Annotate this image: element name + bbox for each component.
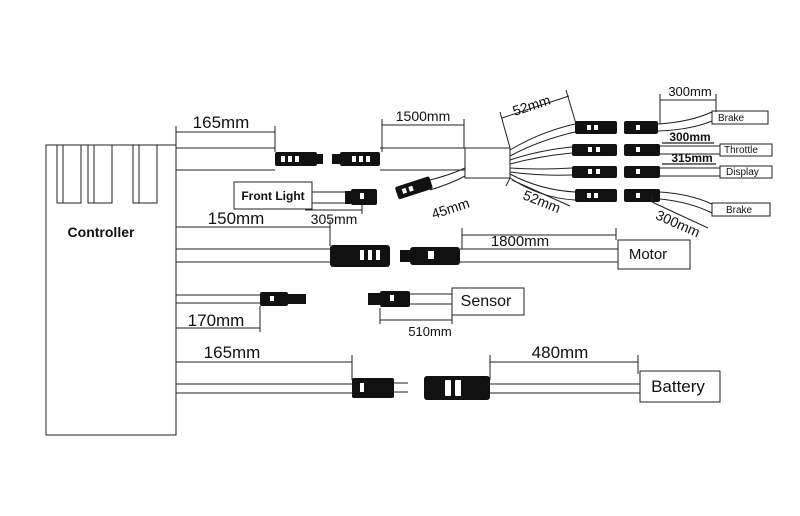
controller-slot — [87, 144, 113, 204]
dim-front-light: 305mm — [311, 211, 358, 227]
dim-brake-top: 300mm — [668, 84, 711, 99]
brake-bottom-line: Brake 300mm — [575, 189, 771, 241]
motor-line: 150mm 1800mm Motor — [176, 209, 691, 270]
harness-splitter — [464, 147, 511, 179]
sensor-box — [451, 287, 525, 316]
connector-short-lead — [395, 176, 433, 200]
dim-brake-bottom: 300mm — [653, 207, 702, 241]
connector-motor — [410, 247, 460, 265]
dim-sensor-cable: 510mm — [408, 324, 451, 339]
connector-sensor — [380, 291, 410, 307]
display-box — [719, 165, 773, 179]
display-label: Display — [726, 167, 759, 178]
brake-top-box — [711, 110, 769, 125]
throttle-line: Throttle 300mm — [572, 130, 773, 157]
front-light-box — [233, 181, 313, 210]
throttle-label: Throttle — [724, 145, 758, 156]
connector-throttle — [572, 144, 617, 156]
throttle-box — [719, 143, 773, 157]
front-light-label: Front Light — [241, 189, 304, 203]
motor-box — [617, 239, 691, 270]
brake-bottom-box — [711, 202, 771, 217]
main-cable: 165mm 1500mm — [175, 108, 465, 171]
controller-slot — [132, 144, 158, 204]
motor-label: Motor — [629, 246, 667, 263]
brake-top-label: Brake — [718, 113, 745, 124]
connector-female — [332, 154, 340, 164]
brake-top-line: Brake 300mm — [575, 84, 769, 134]
dim-throttle: 300mm — [669, 130, 710, 144]
dim-battery-cable: 480mm — [532, 343, 589, 362]
battery-label: Battery — [651, 377, 705, 396]
controller-label: Controller — [68, 224, 135, 240]
sensor-label: Sensor — [461, 293, 512, 310]
brake-bottom-label: Brake — [726, 205, 753, 216]
connector-display — [572, 166, 617, 178]
dim-branch-bottom: 52mm — [521, 187, 563, 216]
dim-extension: 1500mm — [396, 108, 450, 124]
controller-slot — [56, 144, 82, 204]
dim-motor-out: 150mm — [208, 209, 265, 228]
front-light-line: Front Light 305mm — [233, 181, 377, 227]
dim-main-cable: 165mm — [193, 113, 250, 132]
dim-sensor-out: 170mm — [188, 311, 245, 330]
dim-display: 315mm — [671, 151, 712, 165]
battery-line: 165mm 480mm Battery — [176, 343, 721, 403]
connector-battery-controller — [352, 378, 394, 398]
dim-branch-top: 52mm — [510, 92, 552, 119]
dim-battery-out: 165mm — [204, 343, 261, 362]
controller-box: Controller — [45, 144, 177, 436]
dim-short-lead: 45mm — [429, 195, 471, 222]
dim-motor-cable: 1800mm — [491, 233, 549, 250]
battery-box — [639, 370, 721, 403]
display-line: Display 315mm — [572, 151, 773, 179]
sensor-line: 170mm 510mm Sensor — [176, 287, 525, 339]
